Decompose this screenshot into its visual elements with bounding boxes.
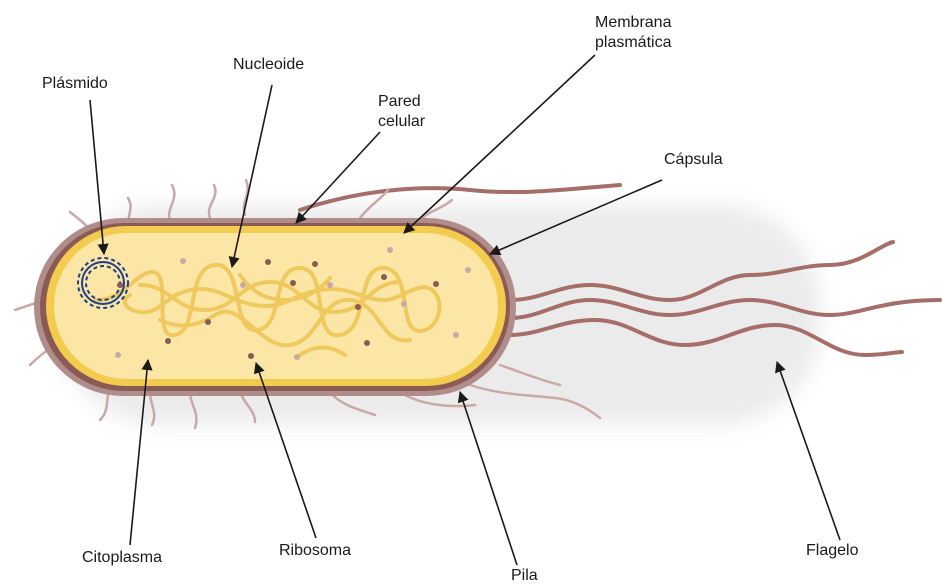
ribosome (205, 319, 211, 325)
ribosome (312, 261, 318, 267)
label-nucleoide: Nucleoide (233, 55, 304, 75)
ribosome (115, 352, 121, 358)
arrow-flagelo (777, 362, 840, 540)
label-membrana-line1: Membrana (595, 13, 671, 33)
ribosome (294, 354, 300, 360)
ribosome (355, 304, 361, 310)
ribosome (453, 332, 459, 338)
ribosome (117, 282, 123, 288)
ribosome (165, 338, 171, 344)
ribosome (364, 340, 370, 346)
ribosome (290, 280, 296, 286)
label-membrana-line2: plasmática (595, 33, 671, 53)
ribosome (381, 274, 387, 280)
label-plasmido: Plásmido (42, 74, 108, 94)
ribosome (240, 282, 246, 288)
label-membrana: Membrana plasmática (595, 13, 671, 53)
label-pared: Pared celular (378, 92, 425, 132)
label-citoplasma: Citoplasma (82, 548, 162, 568)
ribosome (327, 282, 333, 288)
label-capsula: Cápsula (664, 150, 723, 170)
label-flagelo: Flagelo (806, 541, 858, 561)
ribosome (180, 258, 186, 264)
ribosome (248, 353, 254, 359)
label-pared-line1: Pared (378, 92, 425, 112)
ribosome (265, 259, 271, 265)
label-pared-line2: celular (378, 112, 425, 132)
ribosome (465, 267, 471, 273)
label-ribosoma: Ribosoma (279, 541, 351, 561)
label-pila: Pila (511, 566, 538, 586)
ribosome (401, 301, 407, 307)
ribosome (433, 281, 439, 287)
ribosome (387, 247, 393, 253)
